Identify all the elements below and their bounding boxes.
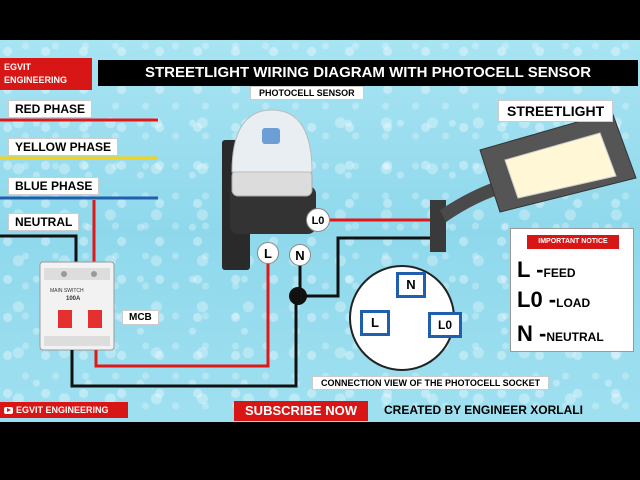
- notice-key: L -: [517, 257, 544, 282]
- mcb-brand-text: MAIN SWITCH: [50, 288, 84, 294]
- red-phase-label: RED PHASE: [8, 100, 93, 118]
- notice-row-neutral: N -NEUTRAL: [517, 321, 604, 347]
- socket-terminal-lo: L0: [428, 312, 462, 338]
- notice-row-feed: L -FEED: [517, 257, 576, 283]
- feed-output-wire: [94, 262, 270, 368]
- neutral-label: NEUTRAL: [8, 213, 80, 231]
- notice-heading: IMPORTANT NOTICE: [527, 235, 619, 249]
- streetlight-drawing: [430, 111, 637, 252]
- streetlight-label: STREETLIGHT: [498, 100, 614, 122]
- sensor-terminal-l: L: [257, 242, 279, 264]
- neutral-junction: [289, 287, 307, 305]
- footer-channel-text: EGVIT ENGINEERING: [16, 405, 109, 415]
- photocell-sensor-drawing: [222, 109, 316, 270]
- credit-text: CREATED BY ENGINEER XORLALI: [384, 403, 583, 417]
- socket-terminal-l: L: [360, 310, 390, 336]
- notice-row-load: L0 -LOAD: [517, 287, 590, 313]
- title-banner: STREETLIGHT WIRING DIAGRAM WITH PHOTOCEL…: [98, 60, 638, 86]
- yellow-phase-label: YELLOW PHASE: [8, 138, 119, 156]
- blue-phase-label: BLUE PHASE: [8, 177, 100, 195]
- notice-value: FEED: [543, 266, 576, 280]
- socket-terminal-n: N: [396, 272, 426, 298]
- neutral-output-wire: [70, 296, 298, 388]
- notice-key: N -: [517, 321, 547, 346]
- page-title: STREETLIGHT WIRING DIAGRAM WITH PHOTOCEL…: [144, 64, 592, 81]
- subscribe-button[interactable]: SUBSCRIBE NOW: [234, 401, 368, 421]
- mcb-label: MCB: [122, 310, 159, 325]
- mcb-rating-text: 100A: [66, 296, 81, 302]
- notice-key: L0 -: [517, 287, 557, 312]
- footer-channel-badge: EGVIT ENGINEERING: [0, 402, 128, 418]
- neutral-to-light-wire: [300, 236, 436, 298]
- sensor-terminal-n: N: [289, 244, 311, 266]
- notice-value: LOAD: [556, 296, 591, 310]
- brand-badge: EGVIT ENGINEERING: [0, 58, 92, 90]
- neutral-drop-wire: [68, 234, 78, 262]
- youtube-icon: [4, 407, 13, 415]
- sensor-terminal-lo: L0: [306, 208, 330, 232]
- socket-caption: CONNECTION VIEW OF THE PHOTOCELL SOCKET: [312, 376, 550, 390]
- brand-text: EGVIT ENGINEERING: [4, 62, 68, 85]
- photocell-label: PHOTOCELL SENSOR: [250, 86, 364, 100]
- mcb-breaker: [39, 261, 115, 351]
- notice-value: NEUTRAL: [546, 330, 604, 344]
- important-notice-panel: IMPORTANT NOTICE L -FEED L0 -LOAD N -NEU…: [510, 228, 634, 352]
